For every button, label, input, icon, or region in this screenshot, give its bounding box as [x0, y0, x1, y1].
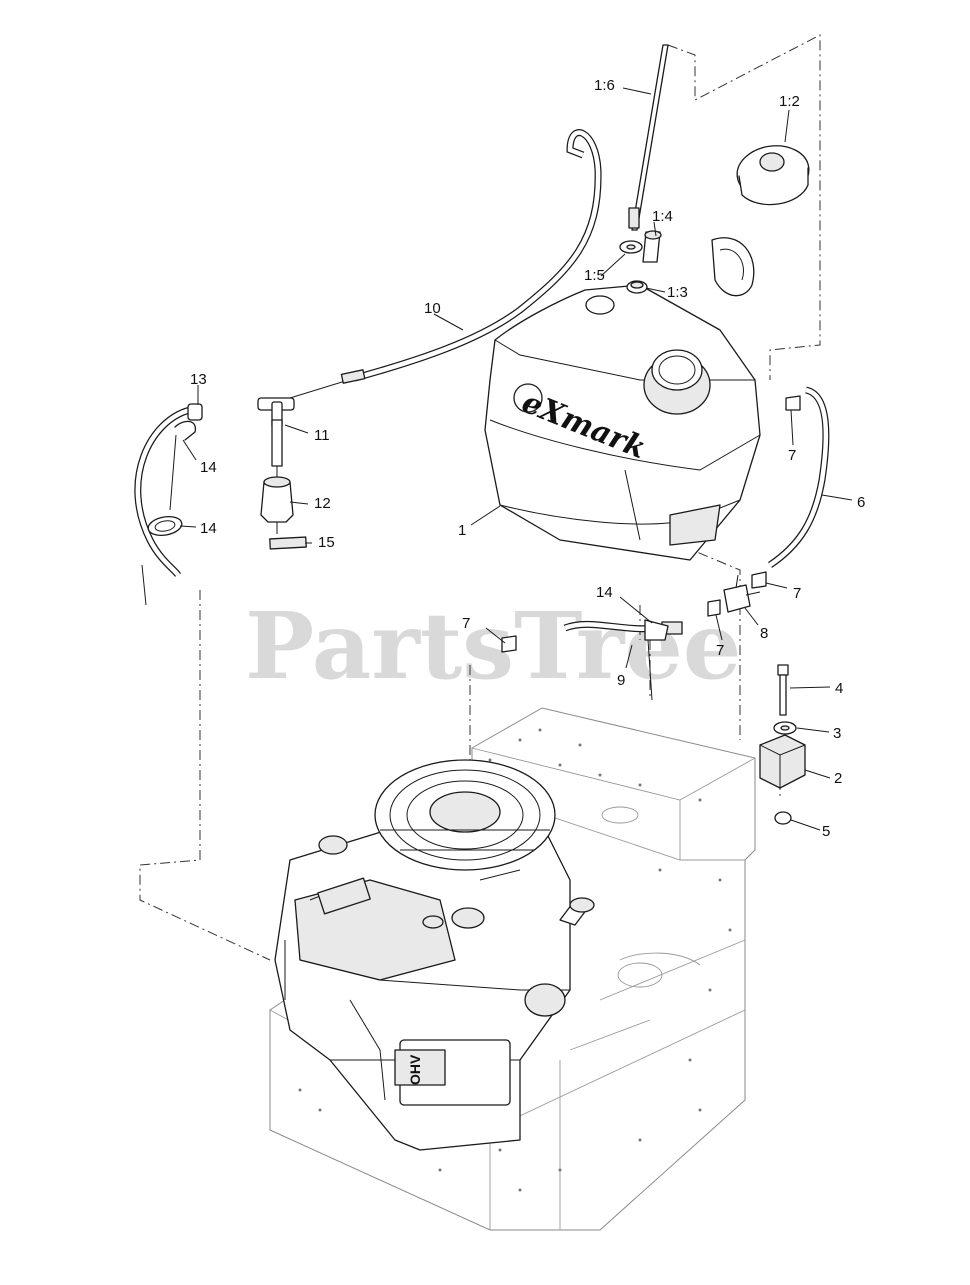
fuel-cap — [736, 145, 810, 206]
hose-clip-14-lower — [147, 516, 183, 536]
callout-6: 6 — [857, 494, 865, 511]
callout-3: 3 — [833, 725, 841, 742]
decal-15 — [269, 536, 307, 550]
tube-11 — [271, 419, 283, 467]
callout-1-4: 1:4 — [652, 208, 673, 225]
callout-14-upper: 14 — [200, 459, 217, 476]
engine-assembly: OHV — [274, 759, 595, 1151]
leader-lines — [179, 87, 853, 831]
callout-12: 12 — [314, 495, 331, 512]
cap-gasket — [711, 237, 755, 297]
callout-9: 9 — [617, 672, 625, 689]
clamp-7-mid — [707, 599, 721, 617]
engine-badge: OHV — [407, 1054, 423, 1085]
callout-7-right: 7 — [793, 585, 801, 602]
clamp-7-top — [785, 395, 801, 411]
grommet-1-4 — [642, 230, 662, 263]
nut-5 — [774, 811, 792, 825]
fuel-pickup-tube — [628, 44, 669, 231]
callout-4: 4 — [835, 680, 843, 697]
fuel-tank: eXmark — [484, 284, 761, 561]
bracket-2 — [759, 734, 806, 789]
callout-1-6: 1:6 — [594, 77, 615, 94]
clamp-7-right — [751, 571, 767, 589]
callout-10: 10 — [424, 300, 441, 317]
bushing-1-3 — [626, 280, 648, 294]
watermark: PartsTree — [245, 592, 741, 700]
hose-clip-14 — [169, 420, 197, 511]
callout-8: 8 — [760, 625, 768, 642]
callout-1: 1 — [458, 522, 466, 539]
callout-14-right: 14 — [596, 584, 613, 601]
fuel-filter-12 — [260, 466, 294, 534]
washer-1-5 — [619, 240, 643, 254]
callout-1-5: 1:5 — [584, 267, 605, 284]
callout-11: 11 — [314, 427, 330, 444]
assembly-lines — [139, 34, 821, 961]
hose-clip-14-right — [644, 619, 669, 701]
hose-left-loop — [134, 406, 192, 606]
callout-1-2: 1:2 — [779, 93, 800, 110]
callout-14-lower: 14 — [200, 520, 217, 537]
vent-hose-10 — [289, 129, 602, 399]
clamp-7-left — [501, 635, 517, 653]
washer-3 — [773, 721, 797, 735]
callout-5: 5 — [822, 823, 830, 840]
bolt-4 — [777, 664, 789, 716]
clamp-13 — [187, 403, 203, 421]
fuel-hose-6 — [768, 386, 830, 568]
callout-7-mid: 7 — [716, 642, 724, 659]
shutoff-valve-8 — [723, 574, 761, 613]
callout-7-top: 7 — [788, 447, 796, 464]
callout-1-3: 1:3 — [667, 284, 688, 301]
callout-7-left: 7 — [462, 615, 470, 632]
callout-15: 15 — [318, 534, 335, 551]
callout-2: 2 — [834, 770, 842, 787]
callout-13: 13 — [190, 371, 207, 388]
callout-labels: 1:6 1:2 1:4 1:5 1:3 10 13 11 14 12 14 15… — [190, 77, 865, 840]
